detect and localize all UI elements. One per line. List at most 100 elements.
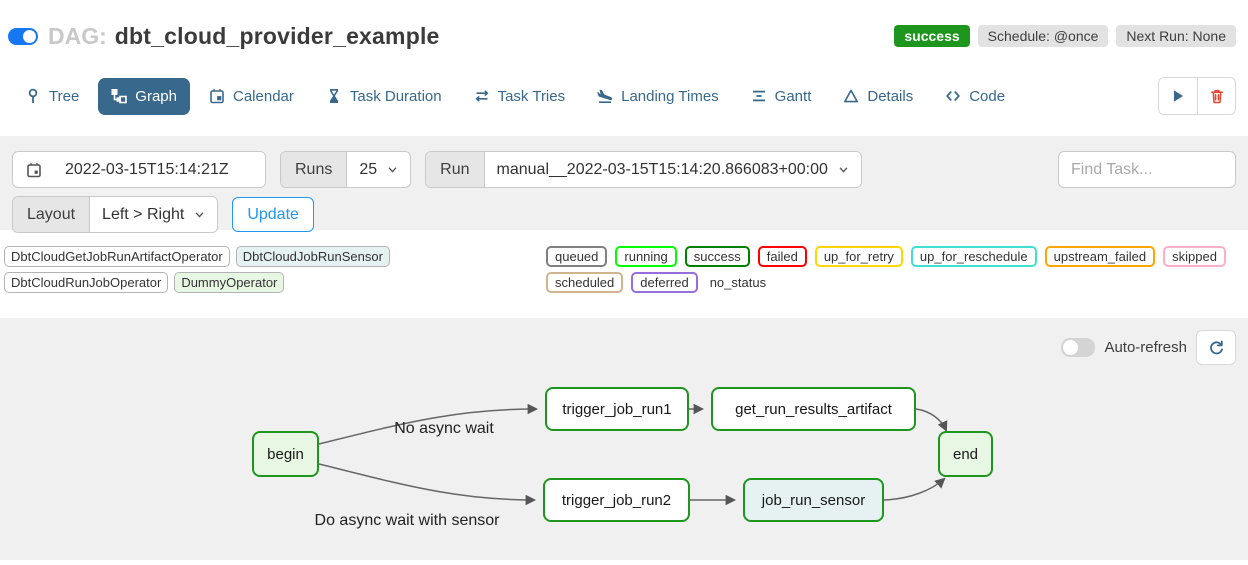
tab-tree[interactable]: Tree (12, 78, 92, 115)
operator-badge: DbtCloudGetJobRunArtifactOperator (4, 246, 230, 267)
tab-label: Task Duration (349, 87, 442, 105)
view-tab-bar: Tree Graph Calendar Task Duration Task Tries… (12, 74, 1236, 118)
layout-select[interactable]: Left > Right (90, 197, 218, 232)
chevron-down-icon (194, 209, 205, 220)
operator-badge: DbtCloudJobRunSensor (235, 246, 390, 267)
update-button[interactable]: Update (232, 197, 314, 232)
tab-calendar[interactable]: Calendar (196, 78, 307, 115)
status-legend-badge: upstream_failed (1044, 246, 1156, 267)
page-title: dbt_cloud_provider_example (114, 22, 440, 49)
run-label: Run (426, 152, 485, 187)
graph-icon (111, 88, 127, 104)
dag-action-group (1158, 77, 1236, 115)
gantt-lines-icon (751, 88, 767, 104)
next-run-badge: Next Run: None (1116, 25, 1236, 47)
edge-label: Do async wait with sensor (314, 512, 500, 529)
edge-label: No async wait (394, 420, 494, 437)
dag-header: DAG: dbt_cloud_provider_example success … (8, 16, 1236, 56)
refresh-button[interactable] (1196, 330, 1236, 365)
status-legend-badge: deferred (631, 272, 698, 293)
edge-sensor-end (883, 477, 946, 501)
tree-icon (25, 88, 41, 104)
code-icon (945, 88, 961, 104)
trash-icon (1209, 88, 1225, 104)
status-legend-badge: scheduled (546, 272, 624, 293)
calendar-icon (209, 88, 225, 104)
tab-label: Gantt (774, 87, 812, 105)
refresh-icon (1208, 340, 1224, 356)
repeat-icon (474, 88, 490, 104)
tab-label: Code (969, 87, 1006, 105)
header-badges: success Schedule: @once Next Run: None (894, 25, 1236, 47)
graph-node-begin[interactable]: begin (252, 431, 319, 477)
status-legend-badge: running (615, 246, 677, 267)
toggle-knob (1063, 340, 1079, 355)
filter-bar: Runs 25 Run manual__2022-03-15T15:14:20.… (0, 136, 1248, 233)
tab-label: Landing Times (621, 87, 719, 105)
view-tabs: Tree Graph Calendar Task Duration Task Tries… (12, 77, 1018, 115)
runs-select[interactable]: 25 (347, 152, 411, 187)
dag-label-prefix: DAG: (48, 22, 107, 49)
chevron-down-icon (387, 164, 398, 175)
status-legend: queued running success failed up_for_retry up… (546, 246, 1248, 293)
runs-label: Runs (281, 152, 348, 187)
run-group: Run manual__2022-03-15T15:14:20.866083+0… (425, 151, 862, 188)
edge-artifact-end (915, 408, 948, 432)
tab-landing[interactable]: Landing Times (584, 78, 732, 115)
dag-pause-toggle[interactable] (8, 27, 38, 45)
edge-begin-trigger1 (318, 403, 539, 445)
schedule-badge: Schedule: @once (977, 25, 1109, 47)
edge-begin-trigger2 (318, 463, 537, 506)
status-badge: success (894, 25, 970, 47)
layout-select-value: Left > Right (102, 205, 185, 223)
plane-landing-icon (597, 88, 613, 104)
status-legend-badge: failed (757, 246, 807, 267)
run-select[interactable]: manual__2022-03-15T15:14:20.866083+00:00 (484, 152, 861, 187)
trigger-dag-button[interactable] (1159, 78, 1197, 114)
find-task-input[interactable] (1058, 151, 1236, 188)
base-date-group (12, 151, 266, 188)
status-legend-badge: success (684, 246, 750, 267)
tab-graph[interactable]: Graph (98, 77, 190, 115)
hourglass-icon (326, 88, 342, 104)
tab-gantt[interactable]: Gantt (738, 78, 825, 115)
operator-badge: DbtCloudRunJobOperator (4, 272, 169, 293)
calendar-icon (13, 152, 55, 187)
tab-code[interactable]: Code (932, 78, 1018, 115)
auto-refresh-toggle[interactable] (1061, 338, 1096, 357)
status-legend-badge: up_for_reschedule (910, 246, 1037, 267)
runs-select-value: 25 (359, 160, 378, 178)
graph-panel: Auto-refresh No async wait Do async wait … (0, 318, 1248, 560)
graph-node-get_run_results_artifact[interactable]: get_run_results_artifact (711, 387, 916, 431)
status-legend-badge: up_for_retry (814, 246, 903, 267)
tab-details[interactable]: Details (830, 78, 926, 115)
base-date-input[interactable] (55, 152, 265, 187)
play-icon (1170, 88, 1186, 104)
refresh-controls: Auto-refresh (1061, 330, 1236, 365)
layout-label: Layout (13, 197, 91, 232)
operator-badge: DummyOperator (174, 272, 285, 293)
graph-node-trigger_job_run1[interactable]: trigger_job_run1 (545, 387, 689, 431)
delete-dag-button[interactable] (1197, 78, 1235, 114)
run-select-value: manual__2022-03-15T15:14:20.866083+00:00 (496, 160, 828, 178)
tab-label: Graph (135, 87, 177, 105)
graph-node-job_run_sensor[interactable]: job_run_sensor (743, 478, 884, 522)
triangle-icon (843, 88, 859, 104)
tab-label: Tree (49, 87, 80, 105)
dag-edges (318, 403, 948, 506)
tab-tries[interactable]: Task Tries (461, 78, 579, 115)
tab-label: Calendar (233, 87, 294, 105)
status-legend-badge: skipped (1163, 246, 1226, 267)
tab-duration[interactable]: Task Duration (313, 78, 455, 115)
graph-node-trigger_job_run2[interactable]: trigger_job_run2 (543, 478, 690, 522)
tab-label: Details (867, 87, 914, 105)
num-runs-group: Runs 25 (280, 151, 412, 188)
status-legend-badge: queued (546, 246, 608, 267)
graph-node-end[interactable]: end (938, 431, 993, 477)
chevron-down-icon (838, 164, 849, 175)
toggle-knob (23, 29, 36, 43)
layout-group: Layout Left > Right (12, 196, 219, 233)
tab-label: Task Tries (497, 87, 566, 105)
